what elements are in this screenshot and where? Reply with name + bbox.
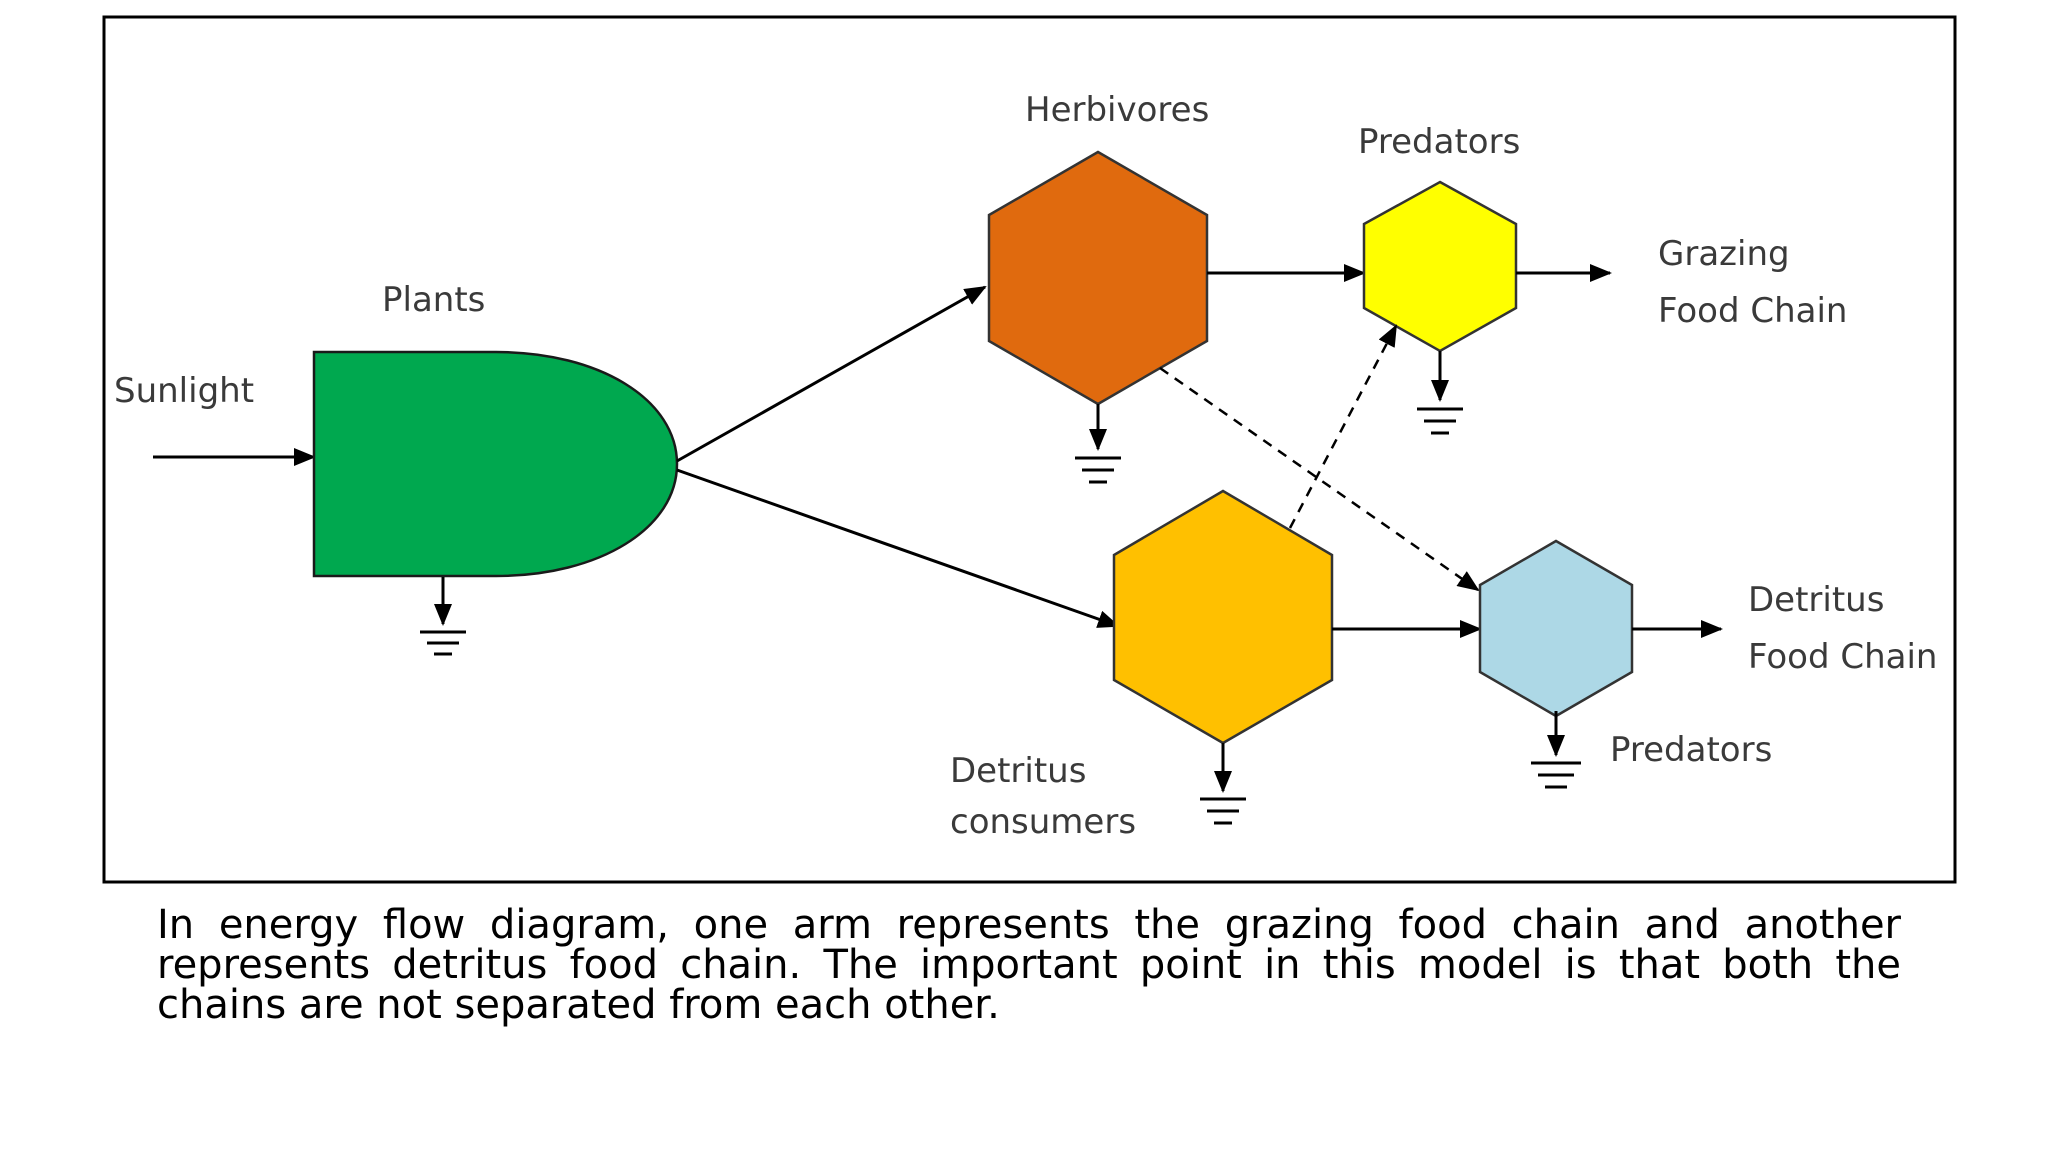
detritus-consumers-hexagon xyxy=(1112,489,1334,745)
plants-to-detritus-consumers-arrow xyxy=(676,468,1120,628)
label-detritus-line2: Food Chain xyxy=(1748,637,1937,677)
label-grazing-line1: Grazing xyxy=(1658,234,1790,274)
plants-ground-symbol xyxy=(420,577,466,656)
label-plants: Plants xyxy=(382,280,485,320)
detritus-consumers-to-top-predators-dashed-arrow xyxy=(1288,324,1398,529)
predators-top-hexagon xyxy=(1362,180,1518,353)
label-sunlight: Sunlight xyxy=(114,371,254,411)
predators-bottom-hexagon xyxy=(1478,539,1634,718)
label-detritus-consumers-line2: consumers xyxy=(950,802,1136,842)
label-detritus-line1: Detritus xyxy=(1748,580,1884,620)
label-grazing-line2: Food Chain xyxy=(1658,291,1847,331)
herbivores-ground-symbol xyxy=(1075,404,1121,484)
label-predators-top: Predators xyxy=(1358,122,1520,162)
label-detritus-consumers-line1: Detritus xyxy=(950,751,1086,791)
predators-top-ground-symbol xyxy=(1417,351,1463,435)
plants-shape xyxy=(312,350,679,578)
herbivores-hexagon xyxy=(987,150,1209,406)
label-predators-bottom: Predators xyxy=(1610,730,1772,770)
plants-to-herbivores-arrow xyxy=(676,285,987,463)
detritus-consumers-ground-symbol xyxy=(1200,743,1246,825)
caption-text: In energy flow diagram, one arm represen… xyxy=(157,902,1901,1028)
diagram-frame xyxy=(102,15,1957,884)
label-herbivores: Herbivores xyxy=(1025,90,1209,130)
predators-bottom-ground-symbol xyxy=(1531,711,1581,789)
